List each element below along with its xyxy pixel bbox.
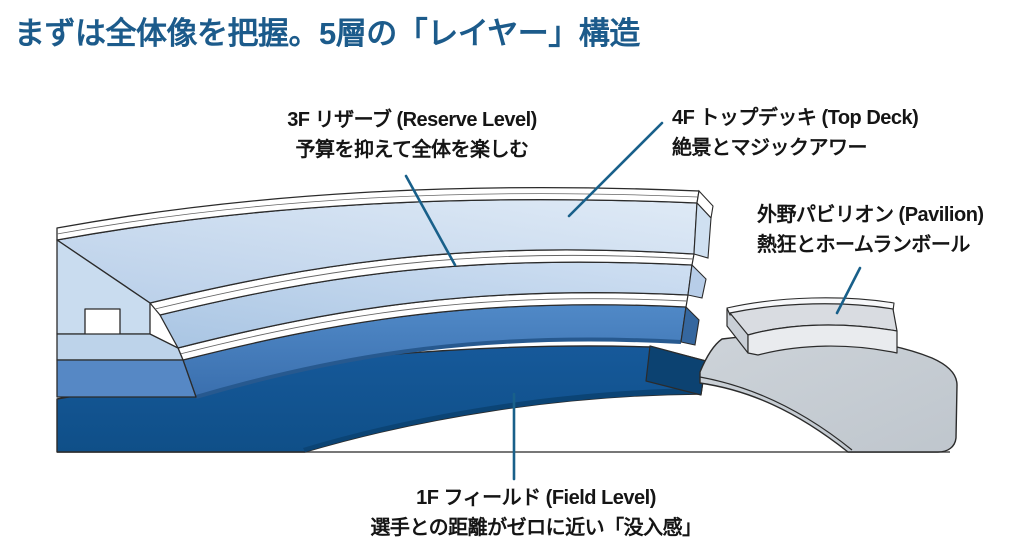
- loge-cut-face: [680, 305, 700, 346]
- tier-field-cut-face: [645, 345, 707, 396]
- leader-line-top-deck: [567, 121, 664, 218]
- tier-field-inner-lip: [303, 388, 701, 452]
- walkway-lower-hairline: [179, 298, 688, 355]
- label-field-line2: 選手との距離がゼロに近い「没入感」: [370, 517, 702, 539]
- reserve-left-face: [56, 333, 184, 361]
- label-pavilion-line2: 熱狂とホームランボール: [757, 234, 970, 256]
- rim-hairline: [56, 193, 699, 235]
- label-reserve-line1: 3F リザーブ (Reserve Level): [287, 109, 537, 131]
- label-pavilion: 外野パビリオン (Pavilion) 熱狂とホームランボール: [757, 200, 984, 260]
- page-title: まずは全体像を把握。5層の「レイヤー」構造: [14, 16, 640, 51]
- label-reserve-level: 3F リザーブ (Reserve Level) 予算を抑えて全体を楽しむ: [262, 105, 562, 165]
- label-top-deck-line1: 4F トップデッキ (Top Deck): [672, 107, 919, 129]
- reserve-cut-face: [687, 263, 707, 299]
- label-pavilion-line1: 外野パビリオン (Pavilion): [757, 204, 984, 226]
- right-cut-faces: [680, 189, 714, 346]
- label-top-deck-line2: 絶景とマジックアワー: [672, 137, 868, 159]
- pavilion: [699, 297, 958, 453]
- pavilion-base-crease: [699, 376, 853, 451]
- tier-loge-front-lip: [195, 337, 682, 399]
- label-field-line1: 1F フィールド (Field Level): [416, 487, 656, 509]
- leader-line-pavilion: [835, 266, 862, 315]
- loge-left-face: [56, 359, 197, 398]
- label-reserve-line2: 予算を抑えて全体を楽しむ: [295, 139, 530, 161]
- walkway-upper-hairline: [154, 254, 694, 310]
- label-top-deck: 4F トップデッキ (Top Deck) 絶景とマジックアワー: [672, 103, 919, 163]
- left-cross-section: [56, 239, 197, 398]
- pavilion-base: [699, 334, 958, 453]
- label-field-level: 1F フィールド (Field Level) 選手との距離がゼロに近い「没入感」: [286, 483, 786, 543]
- top-deck-cut-face: [693, 201, 712, 259]
- pavilion-deck-front: [747, 324, 898, 356]
- leader-lines: [404, 121, 862, 481]
- leader-line-reserve: [404, 174, 457, 267]
